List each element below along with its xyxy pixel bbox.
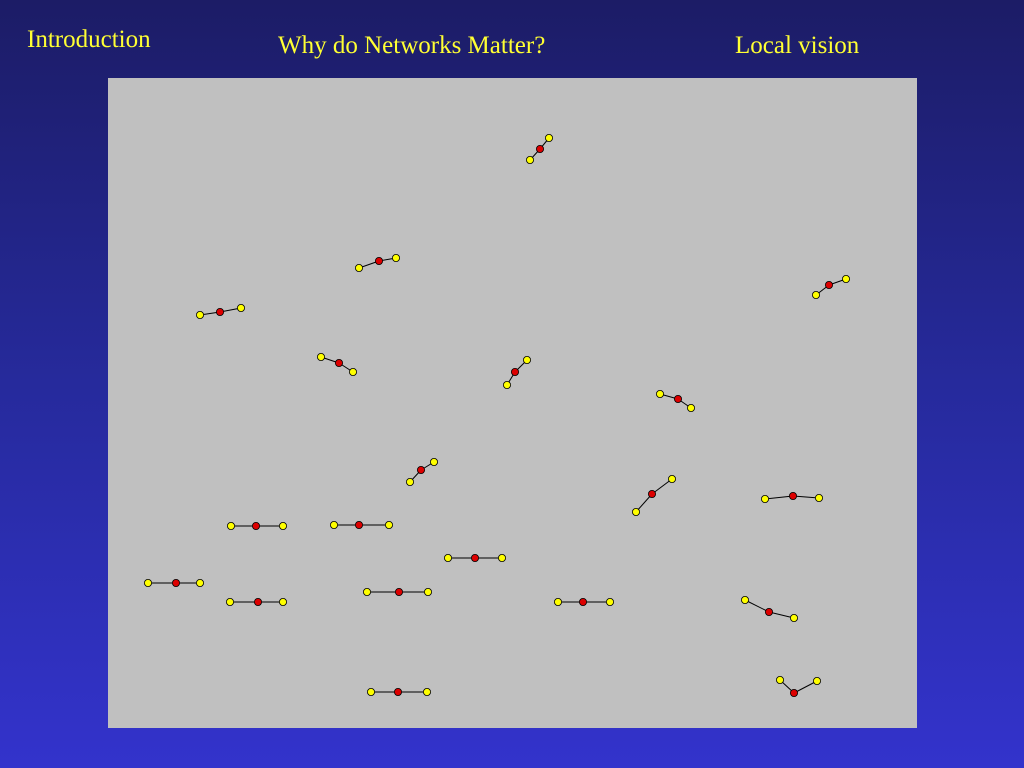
node-group — [525, 134, 553, 165]
center-node — [251, 521, 260, 530]
node-group — [502, 355, 531, 389]
neighbor-node — [842, 274, 851, 283]
edge — [651, 478, 673, 495]
neighbor-node — [815, 493, 824, 502]
neighbor-node — [656, 389, 665, 398]
node-group — [812, 274, 851, 299]
neighbor-node — [668, 474, 677, 483]
node-group — [761, 491, 824, 503]
center-node — [416, 465, 425, 474]
neighbor-node — [422, 688, 431, 697]
node-group — [329, 520, 393, 529]
slide-title: Why do Networks Matter? — [278, 32, 546, 59]
neighbor-node — [632, 507, 641, 516]
network-diagram — [144, 134, 851, 698]
node-group — [656, 389, 696, 412]
neighbor-node — [741, 596, 750, 605]
neighbor-node — [761, 494, 770, 503]
center-node — [648, 489, 657, 498]
edge — [635, 493, 653, 513]
neighbor-node — [226, 598, 235, 607]
neighbor-node — [329, 520, 338, 529]
neighbor-node — [278, 521, 287, 530]
center-node — [393, 688, 402, 697]
edge — [744, 599, 770, 613]
neighbor-node — [362, 587, 371, 596]
node-group — [226, 598, 287, 607]
node-group — [405, 457, 438, 486]
neighbor-node — [790, 614, 799, 623]
neighbor-node — [812, 290, 821, 299]
node-group — [632, 474, 677, 516]
neighbor-node — [502, 380, 511, 389]
neighbor-node — [544, 134, 553, 143]
center-node — [674, 394, 683, 403]
neighbor-node — [776, 676, 785, 685]
center-node — [535, 145, 544, 154]
neighbor-node — [196, 310, 205, 319]
center-node — [510, 367, 519, 376]
neighbor-node — [813, 677, 822, 686]
node-group — [776, 676, 822, 698]
edge — [768, 611, 795, 619]
slide-subtitle: Local vision — [735, 32, 860, 59]
center-node — [790, 689, 799, 698]
edge — [793, 680, 818, 694]
center-node — [253, 598, 262, 607]
neighbor-node — [144, 578, 153, 587]
center-node — [394, 587, 403, 596]
neighbor-node — [196, 578, 205, 587]
neighbor-node — [227, 521, 236, 530]
neighbor-node — [605, 598, 614, 607]
center-node — [374, 256, 383, 265]
center-node — [578, 598, 587, 607]
node-group — [144, 578, 205, 587]
neighbor-node — [405, 477, 414, 486]
edge — [764, 495, 794, 500]
neighbor-node — [391, 253, 400, 262]
center-node — [334, 358, 343, 367]
center-node — [470, 553, 479, 562]
center-node — [765, 608, 774, 617]
node-group — [316, 352, 357, 376]
neighbor-node — [348, 367, 357, 376]
neighbor-node — [384, 520, 393, 529]
node-group — [366, 688, 431, 697]
node-group — [354, 253, 400, 272]
center-node — [216, 307, 225, 316]
neighbor-node — [366, 688, 375, 697]
node-group — [553, 598, 614, 607]
neighbor-node — [497, 553, 506, 562]
neighbor-node — [354, 263, 363, 272]
neighbor-node — [423, 587, 432, 596]
center-node — [354, 520, 363, 529]
neighbor-node — [429, 457, 438, 466]
center-node — [789, 491, 798, 500]
node-group — [196, 303, 245, 319]
node-group — [741, 596, 799, 623]
node-group — [362, 587, 432, 596]
neighbor-node — [525, 156, 534, 165]
neighbor-node — [522, 355, 531, 364]
neighbor-node — [278, 598, 287, 607]
neighbor-node — [553, 598, 562, 607]
neighbor-node — [687, 403, 696, 412]
edge — [792, 495, 820, 499]
section-label: Introduction — [27, 26, 151, 53]
neighbor-node — [316, 352, 325, 361]
neighbor-node — [443, 553, 452, 562]
node-group — [227, 521, 287, 530]
network-diagram-panel — [108, 78, 917, 728]
node-group — [443, 553, 506, 562]
center-node — [172, 578, 181, 587]
neighbor-node — [236, 303, 245, 312]
center-node — [825, 280, 834, 289]
